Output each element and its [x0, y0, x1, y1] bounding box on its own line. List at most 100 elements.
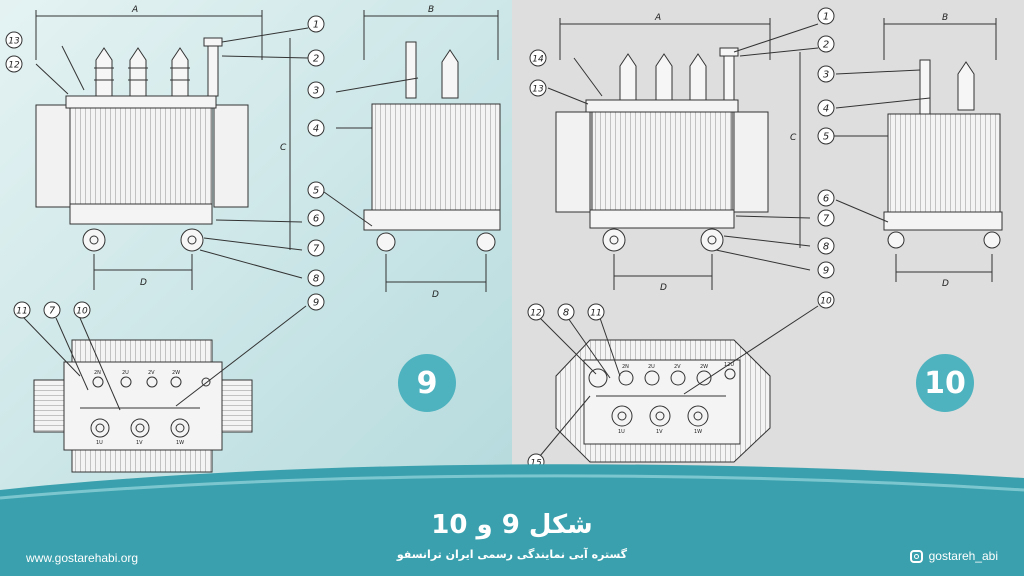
fig10-hv-label: 1W: [694, 429, 702, 435]
fig9-callout-10-circle: [73, 301, 91, 319]
fig9-top-radiators-bottom: [71, 449, 213, 473]
fig9-callout-7-circle: [307, 239, 325, 257]
fig9-callout-9-label: 9: [313, 298, 319, 309]
figure-10: [539, 18, 1003, 463]
fig9-callout-11-label: 11: [16, 307, 27, 317]
fig9-front-left-radiator: [35, 104, 71, 208]
fig10-front-right-radiator: [733, 111, 769, 213]
fig10-callout-3-label: 3: [823, 70, 829, 81]
fig10-callout-1-label: 1: [823, 12, 829, 23]
fig9-hv-bushings: [94, 47, 190, 97]
fig9-callout-7-circle: [43, 301, 61, 319]
fig10-front-left-radiator: [555, 111, 591, 213]
fig9-side-tank: [371, 103, 501, 211]
fig10-callout-8-circle: [557, 303, 575, 321]
figure-9: [23, 10, 501, 473]
fig10-callout-10-circle: [817, 291, 835, 309]
fig9-hv-label: 1V: [136, 440, 143, 446]
website-link[interactable]: www.gostarehabi.org: [26, 551, 139, 565]
fig10-lv-label: 2U: [648, 364, 655, 370]
fig9-callout-13-label: 13: [8, 37, 20, 47]
fig9-callout-8-circle: [307, 269, 325, 287]
footer-title: شکل 9 و 10: [431, 510, 593, 540]
fig10-callout-5-circle: [817, 127, 835, 145]
fig9-top-right-radiator: [221, 379, 253, 433]
fig10-dim-d-side: D: [942, 279, 949, 289]
fig10-side-tank: [887, 113, 1001, 213]
fig10-callout-3-circle: [817, 65, 835, 83]
fig10-callout-11-label: 11: [590, 309, 601, 319]
footer-band: [0, 464, 1024, 576]
fig10-lv-label: 12U: [724, 362, 734, 368]
fig9-callout-2-label: 2: [313, 54, 319, 65]
fig10-callout-7-label: 7: [823, 214, 830, 225]
fig9-callout-2-circle: [307, 49, 325, 67]
fig9-top-cover: [63, 361, 223, 451]
fig10-hv-label: 1V: [656, 429, 663, 435]
fig9-callout-7-label: 7: [313, 244, 320, 255]
fig9-callout-3-label: 3: [313, 86, 319, 97]
fig10-hv-bushings: [619, 53, 707, 101]
fig9-callout-12-circle: [5, 55, 23, 73]
fig9-callout-4-circle: [307, 119, 325, 137]
fig10-callout-13-label: 13: [532, 85, 544, 95]
instagram-label: gostareh_abi: [928, 549, 998, 563]
fig10-dim-c: C: [790, 133, 797, 143]
fig9-lv-label: 2V: [148, 370, 155, 376]
fig10-callout-14-circle: [529, 49, 547, 67]
fig9-dim-a: A: [131, 5, 138, 15]
fig9-front-right-radiator: [213, 104, 249, 208]
fig10-callout-9-circle: [817, 261, 835, 279]
fig10-callout-4-label: 4: [823, 104, 829, 115]
fig9-callout-6-label: 6: [313, 214, 319, 225]
fig10-callout-10-label: 10: [820, 297, 832, 307]
fig10-callout-13-circle: [529, 79, 547, 97]
fig10-dim-d-front: D: [660, 283, 667, 293]
fig9-hv-label: 1U: [96, 440, 103, 446]
fig10-callout-8-circle: [817, 237, 835, 255]
fig10-callout-5-label: 5: [823, 132, 829, 143]
fig9-callout-7-label: 7: [49, 306, 56, 317]
fig10-hv-label: 1U: [618, 429, 625, 435]
fig9-callout-10-label: 10: [76, 307, 88, 317]
fig10-callout-15-label: 15: [530, 459, 542, 469]
fig9-lv-label: 2U: [122, 370, 129, 376]
fig10-callout-12-label: 12: [530, 309, 542, 319]
fig10-dim-a: A: [654, 13, 661, 23]
figure-10-badge: 10: [916, 354, 974, 412]
footer-subtitle: گستره آبی نمایندگی رسمی ایران ترانسفو: [396, 548, 628, 561]
fig9-lv-label: 2W: [172, 370, 180, 376]
fig10-callout-9-label: 9: [823, 266, 829, 277]
fig10-callout-11-circle: [587, 303, 605, 321]
fig9-dim-c: C: [280, 143, 287, 153]
fig9-callout-1-label: 1: [313, 20, 319, 31]
fig10-callout-14-label: 14: [532, 55, 544, 65]
fig10-callout-4-circle: [817, 99, 835, 117]
fig9-dim-d-side: D: [432, 290, 439, 300]
fig9-callout-9-circle: [307, 293, 325, 311]
fig10-callout-6-circle: [817, 189, 835, 207]
fig9-callout-4-label: 4: [313, 124, 319, 135]
fig10-lv-label: 2V: [674, 364, 681, 370]
fig10-callout-1-circle: [817, 7, 835, 25]
fig10-callout-2-circle: [817, 35, 835, 53]
figure-9-badge: 9: [398, 354, 456, 412]
fig10-front-radiators: [591, 111, 733, 211]
instagram-icon: [909, 549, 923, 563]
fig9-callout-1-circle: [307, 15, 325, 33]
fig9-callout-12-label: 12: [8, 61, 20, 71]
fig9-front-radiators: [69, 107, 213, 205]
fig10-callout-8-label: 8: [823, 242, 829, 253]
fig9-callout-8-label: 8: [313, 274, 319, 285]
fig10-callout-6-label: 6: [823, 194, 829, 205]
instagram-handle[interactable]: gostareh_abi: [909, 549, 998, 563]
fig9-dim-b: B: [428, 5, 434, 15]
fig10-callout-7-circle: [817, 209, 835, 227]
fig9-hv-label: 1W: [176, 440, 184, 446]
fig9-callout-5-label: 5: [313, 186, 319, 197]
fig10-dim-b: B: [942, 13, 948, 23]
fig9-lv-label: 2N: [94, 370, 101, 376]
fig9-callout-13-circle: [5, 31, 23, 49]
fig10-callout-8-label: 8: [563, 308, 569, 319]
